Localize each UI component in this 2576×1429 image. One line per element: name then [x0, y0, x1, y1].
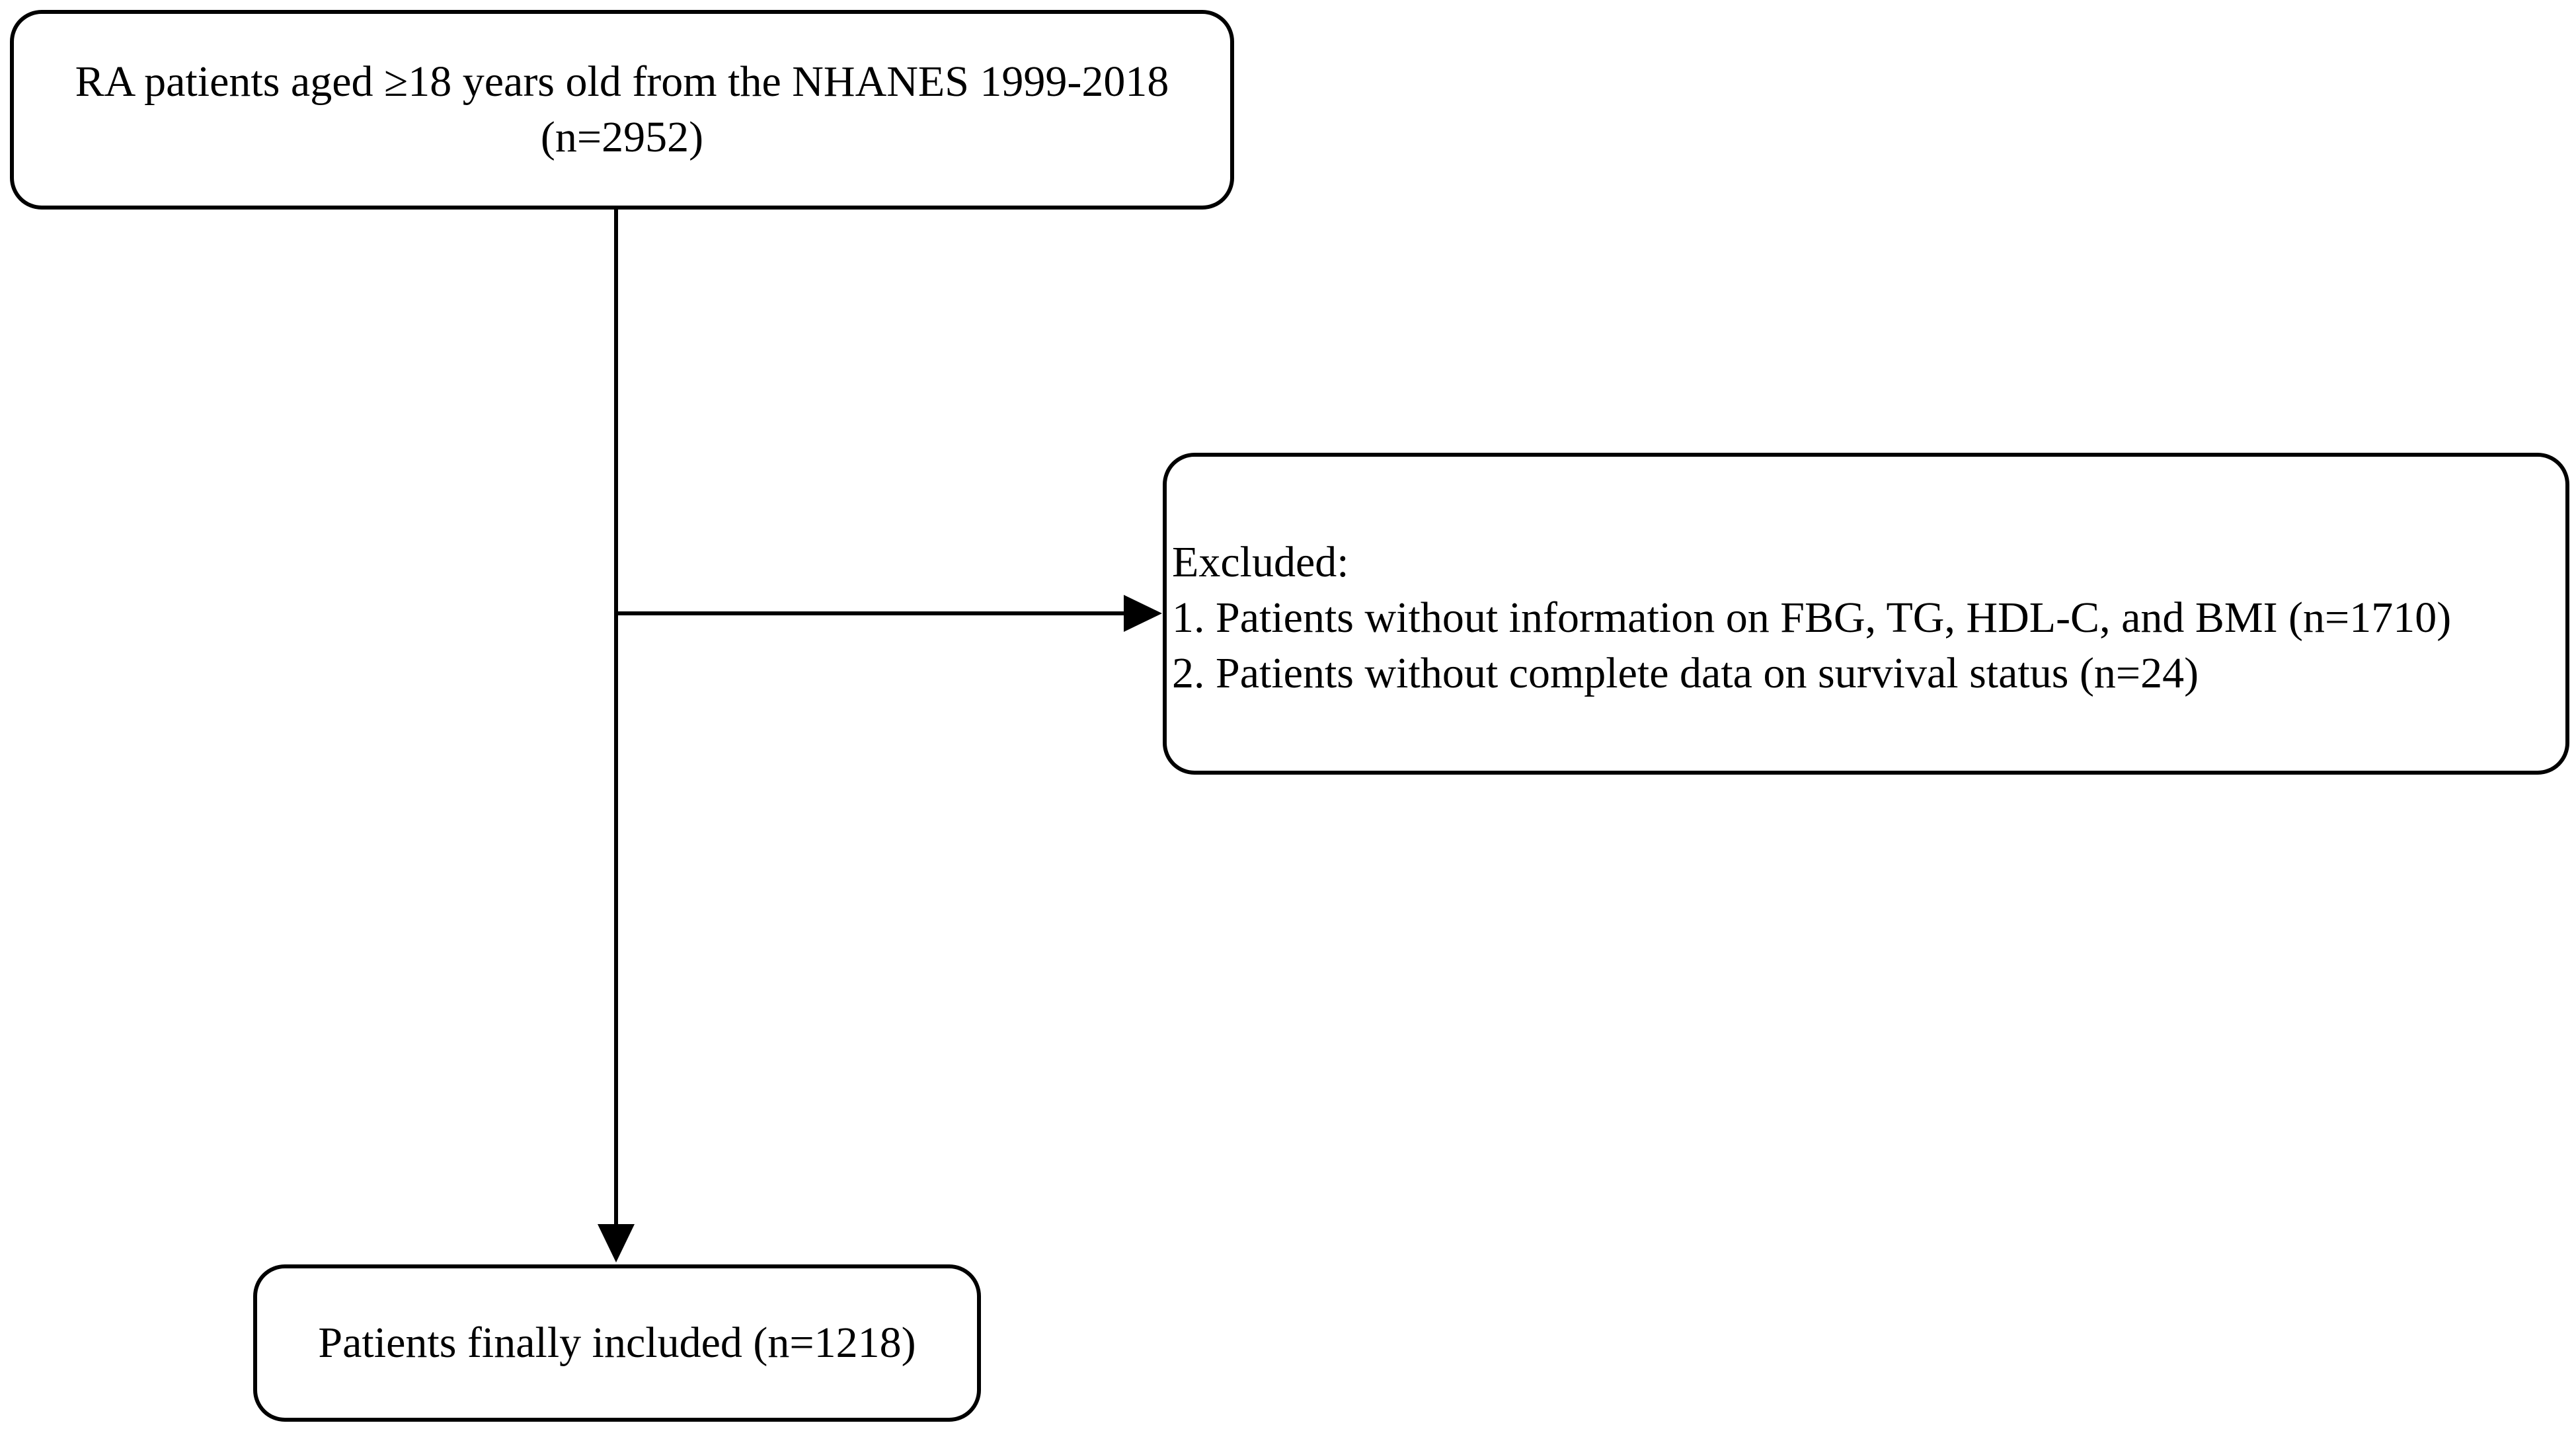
included-patients-box: Patients finally included (n=1218) — [253, 1264, 981, 1422]
included-patients-label: Patients finally included (n=1218) — [318, 1319, 916, 1367]
eligible-patients-count: (n=2952) — [540, 113, 704, 161]
excluded-patients-box: Excluded: 1. Patients without informatio… — [1163, 453, 2569, 775]
eligible-patients-box: RA patients aged ≥18 years old from the … — [10, 10, 1234, 210]
excluded-reason-2: 2. Patients without complete data on sur… — [1172, 649, 2199, 697]
arrowhead-right — [1124, 595, 1162, 632]
arrowhead-down — [598, 1224, 635, 1262]
excluded-reason-1: 1. Patients without information on FBG, … — [1172, 594, 2452, 642]
eligible-patients-label: RA patients aged ≥18 years old from the … — [75, 58, 1169, 106]
excluded-heading: Excluded: — [1172, 538, 1349, 586]
